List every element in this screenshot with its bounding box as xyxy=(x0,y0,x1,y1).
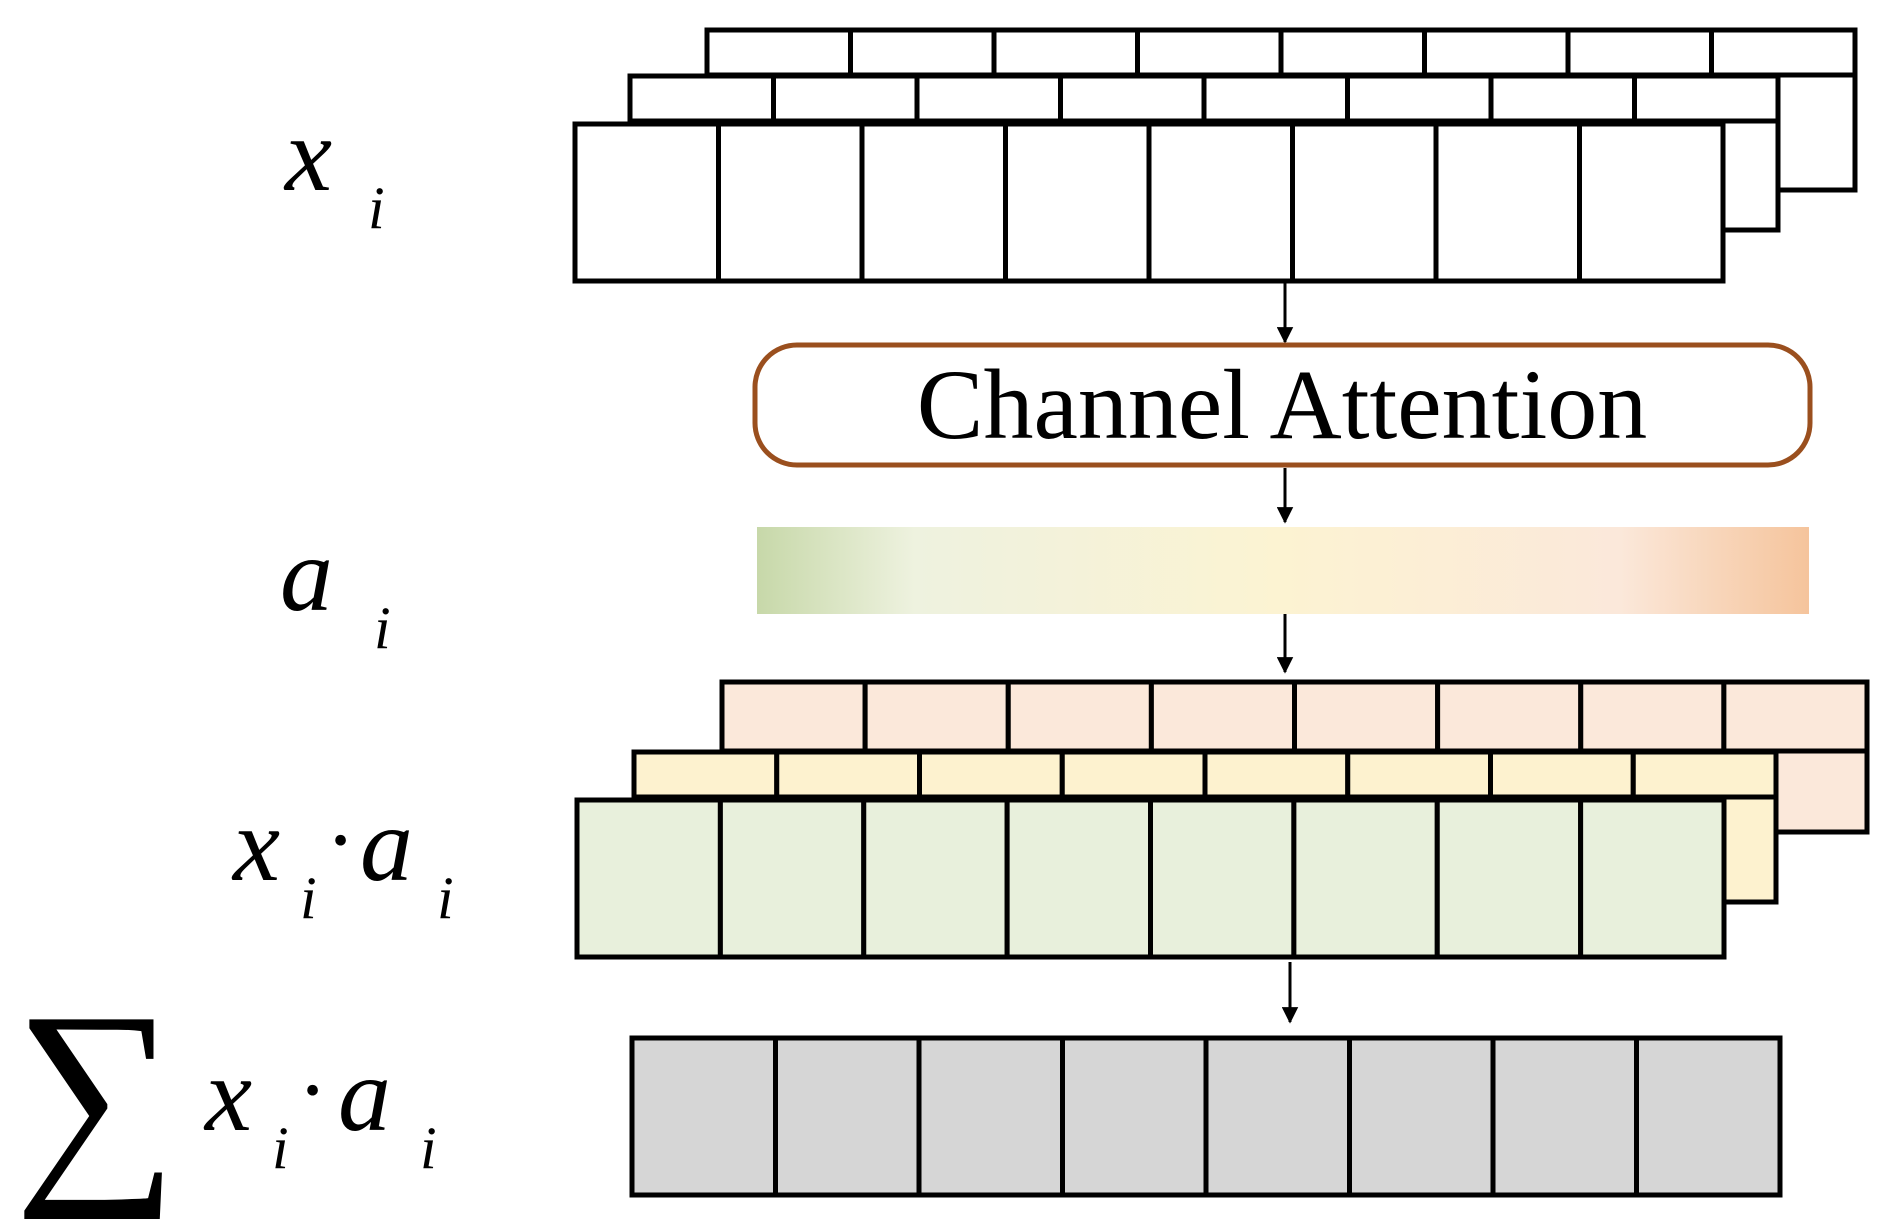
weighted-layer-front-cell xyxy=(1434,797,1584,960)
weighted-layer-back-cells-cell xyxy=(1721,679,1870,754)
weighted-layer-back-cells-cell xyxy=(1005,679,1154,754)
weighted-layer-front-cell xyxy=(1578,797,1727,960)
weighted-layer-middle-cells-cell xyxy=(1488,749,1636,800)
sum-layer-cell xyxy=(1347,1035,1496,1198)
label-sum-x-subscript: i xyxy=(272,1115,289,1181)
input-layer-back-cells-cell xyxy=(848,27,997,78)
input-layer-middle-cells xyxy=(627,73,1781,124)
weighted-layer-middle-cells-cell xyxy=(1202,749,1351,800)
weighted-layer-front-cell xyxy=(861,797,1010,960)
weighted-layer-middle-cells-cell xyxy=(917,749,1065,800)
sum-layer-cell xyxy=(1060,1035,1209,1198)
input-layer-back-cells-cell xyxy=(991,27,1140,78)
channel-attention-block: Channel Attention xyxy=(752,342,1813,468)
weighted-feature-stack xyxy=(574,679,1870,960)
label-sum-dot: · xyxy=(300,1041,323,1140)
input-layer-front-cell xyxy=(1577,121,1726,284)
weighted-layer-back-cells xyxy=(719,679,1870,754)
input-layer-back-cells-cell xyxy=(1135,27,1284,78)
input-layer-middle-cells-cell xyxy=(627,73,776,124)
input-layer-front xyxy=(572,121,1726,284)
input-layer-front-cell xyxy=(859,121,1008,284)
input-feature-stack xyxy=(572,27,1858,284)
input-layer-back-cells-cell xyxy=(1565,27,1714,78)
weighted-layer-back-cells-cell xyxy=(719,679,868,754)
input-layer-back-cells-cell xyxy=(1422,27,1571,78)
sum-symbol: ∑ xyxy=(14,965,178,1219)
channel-attention-box xyxy=(752,342,1813,468)
input-layer-front-cell xyxy=(1146,121,1295,284)
weighted-layer-back-cells-cell xyxy=(1578,679,1727,754)
label-x-base: x xyxy=(283,96,332,213)
sum-layer-cell xyxy=(1490,1035,1639,1198)
label-xa-x-subscript: i xyxy=(300,865,317,931)
label-sum-x-dot-a: ∑ x i · a i xyxy=(14,965,437,1219)
weighted-layer-front xyxy=(574,797,1727,960)
summed-output-row xyxy=(629,1035,1783,1198)
input-layer-middle-cells-cell xyxy=(1345,73,1494,124)
label-a-i: a i xyxy=(280,516,391,661)
weighted-layer-front-cell xyxy=(1291,797,1440,960)
input-layer-middle-cells-cell xyxy=(1058,73,1207,124)
input-layer-back-cells-cell xyxy=(704,27,853,78)
label-xa-x: x xyxy=(231,786,280,903)
label-xa-a: a xyxy=(360,786,413,903)
input-layer-front-cell xyxy=(716,121,865,284)
input-layer-front-cell xyxy=(1290,121,1439,284)
input-layer-front-cell xyxy=(572,121,721,284)
label-x-subscript: i xyxy=(368,175,385,241)
weighted-layer-front-cell xyxy=(1004,797,1153,960)
input-layer-back-cells-cell xyxy=(1709,27,1858,78)
channel-attention-label: Channel Attention xyxy=(917,349,1647,460)
weighted-layer-front-cell xyxy=(1148,797,1297,960)
weighted-layer-middle-cells-cell xyxy=(631,749,780,800)
weighted-layer-middle-cells-cell xyxy=(774,749,922,800)
input-layer-middle-cells-cell xyxy=(914,73,1063,124)
label-xa-a-subscript: i xyxy=(437,865,454,931)
label-x-dot-a: x i · a i xyxy=(231,786,454,931)
input-layer-front-cell xyxy=(1003,121,1152,284)
input-layer-front-cell xyxy=(1433,121,1582,284)
weighted-layer-front-cell xyxy=(574,797,723,960)
input-layer-back-cells-cell xyxy=(1278,27,1427,78)
label-xa-dot: · xyxy=(328,791,351,890)
label-sum-a-subscript: i xyxy=(420,1115,437,1181)
label-sum-x: x xyxy=(203,1036,252,1153)
weighted-layer-front-cell xyxy=(717,797,867,960)
label-a-base: a xyxy=(280,516,333,633)
label-sum-a: a xyxy=(338,1036,391,1153)
input-layer-middle-cells-cell xyxy=(1488,73,1637,124)
sum-layer-cell xyxy=(773,1035,922,1198)
attention-weights-bar xyxy=(757,527,1809,614)
input-layer-middle-cells-cell xyxy=(771,73,920,124)
weighted-layer-back-cells-cell xyxy=(1435,679,1584,754)
weighted-layer-middle-cells xyxy=(631,749,1779,800)
sum-layer xyxy=(629,1035,1783,1198)
label-x-i: x i xyxy=(283,96,385,241)
sum-layer-cell xyxy=(629,1035,778,1198)
sum-layer-cell xyxy=(1203,1035,1352,1198)
weighted-layer-back-cells-cell xyxy=(1148,679,1297,754)
input-layer-middle-cells-cell xyxy=(1201,73,1350,124)
weighted-layer-back-cells-cell xyxy=(1292,679,1441,754)
label-a-subscript: i xyxy=(374,595,391,661)
weighted-layer-middle-cells-cell xyxy=(1630,749,1779,800)
input-layer-back-cells xyxy=(704,27,1858,78)
sum-layer-cell xyxy=(916,1035,1065,1198)
sum-layer-cell xyxy=(1634,1035,1783,1198)
weighted-layer-middle-cells-cell xyxy=(1345,749,1493,800)
weighted-layer-middle-cells-cell xyxy=(1059,749,1208,800)
weighted-layer-back-cells-cell xyxy=(862,679,1011,754)
input-layer-middle-cells-cell xyxy=(1632,73,1781,124)
